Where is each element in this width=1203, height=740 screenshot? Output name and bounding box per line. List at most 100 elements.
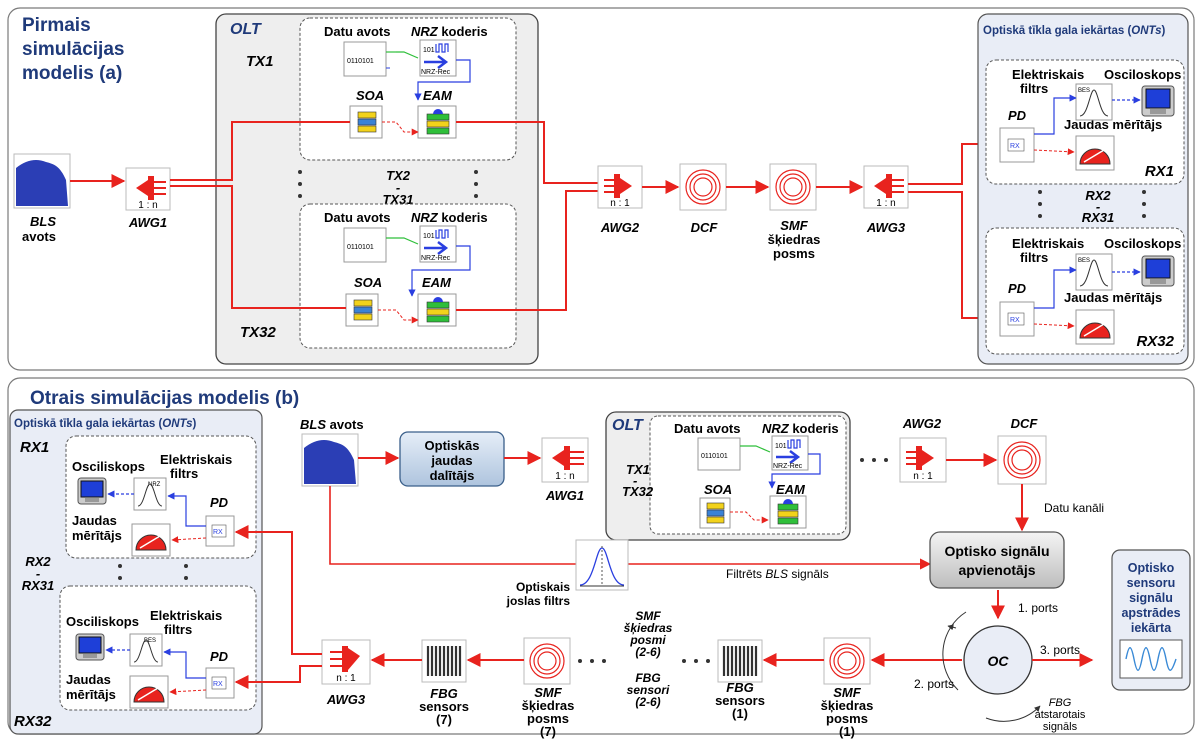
svg-text:101: 101 [423,47,435,54]
top-dcf [679,163,727,211]
bottom-rx32-osciliskops: Osciliskops [66,614,139,629]
bottom-tx-1: TX1 [626,462,650,477]
top-avots-label: avots [22,229,56,244]
svg-text:NRZ-Rec: NRZ-Rec [773,463,803,470]
top-rx1-jaudas: Jaudas mērītājs [1064,117,1162,132]
bottom-awg1-label: AWG1 [545,488,584,503]
link-awg1-soa32 [170,185,346,309]
bottom-rx1-elektriskais: Elektriskais [160,452,232,467]
tx32-coder-to-eam [408,245,471,297]
optical-band-filter [575,539,629,591]
bottom-rx32-pd-filter [163,648,206,679]
top-rx1-oscilloscope-icon [1141,85,1175,117]
svg-text:RX: RX [1010,317,1020,324]
bottom-awg3: n : 1 [321,639,371,685]
reflect-2: atstarotais [1035,709,1086,721]
smf1-4: (1) [839,724,855,739]
top-rx-mid-2: - [1096,199,1100,214]
top-rx1-pd-meter [1033,148,1075,156]
filtrets-label: Filtrēts BLS signāls [726,567,829,581]
top-ont-title: Optiskā tīkla gala iekārtas (ONTs) [983,25,1166,37]
top-awg1-label: AWG1 [128,215,167,230]
tx1-soa-label: SOA [356,88,384,103]
top-bls-label: BLS [30,214,56,229]
tx32-data-link [386,237,419,245]
bottom-data-link [740,445,771,453]
bottom-tx-3: TX32 [622,484,654,499]
bottom-rx1-oscilloscope-icon [77,477,107,505]
top-rx32-oscilloscope-icon [1141,255,1175,287]
port2-label: 2. ports [914,677,954,691]
svg-text:RX: RX [1010,143,1020,150]
bottom-bls-source [301,433,359,487]
fbg7-3: (7) [436,712,452,727]
rx-dots-top [1038,190,1146,218]
combiner-2: apvienotājs [958,562,1035,578]
tx-mid-2: - [396,180,400,195]
fbg-range-1: FBG [635,671,660,685]
top-smf [769,163,817,211]
fbg1-1: FBG [726,680,753,695]
bottom-rx32-elektriskais: Elektriskais [150,608,222,623]
svg-text:RX: RX [213,529,223,536]
circ-arrow-head [947,624,957,631]
svg-text:n : 1: n : 1 [610,198,630,209]
top-rx32-filtrs: filtrs [1020,250,1048,265]
bottom-rx32-filter: BES [129,633,163,667]
dots-fbg1 [682,659,710,663]
bottom-bls-label: BLS avots [300,417,364,432]
top-rx-mid-3: RX31 [1082,210,1115,225]
smf1-3: posms [826,711,868,726]
top-rx32-elektriskais: Elektriskais [1012,236,1084,251]
bottom-dcf-label: DCF [1011,416,1039,431]
tx1-data-link [396,51,419,59]
bottom-rx32-pd-meter [169,688,207,696]
tx32-eam-label: EAM [422,275,452,290]
top-rx1-filtrs: filtrs [1020,81,1048,96]
bottom-rx1-osciliskops: Osciliskops [72,459,145,474]
top-smf-skiedras: šķiedras [768,232,821,247]
tx1-eam-label: EAM [423,88,453,103]
smf-range-3: posmi [629,633,666,647]
top-rx32-pd: PD [1008,281,1027,296]
bottom-soa [699,497,731,529]
bottom-rx1-filtrs: filtrs [170,466,198,481]
smf-posms-7 [523,637,571,685]
splitter-1: Optiskās [425,438,480,453]
top-dcf-label: DCF [691,220,719,235]
top-rx32-label: RX32 [1136,333,1174,350]
bottom-rx32-jaudas: Jaudas [66,672,111,687]
bottom-rx32-meritajs: mērītājs [66,687,116,702]
svg-text:1 : n: 1 : n [138,200,157,211]
link-awg3-rx32-bottom [234,665,322,689]
svg-text:n : 1: n : 1 [913,471,933,482]
smf7-3: posms [527,711,569,726]
port3-label: 3. ports [1040,643,1080,657]
olt-label: OLT [230,21,262,38]
link-bls-combiner [329,486,932,570]
top-title-2: simulācijas [22,39,124,60]
top-rx1-pd-box: RX [999,127,1035,163]
bottom-rx1-meritajs: mērītājs [72,528,122,543]
bottom-rx1-filter: NRZ [133,477,167,511]
tx1-data-source: 0110101 [343,41,396,77]
bottom-soa-to-eam [730,511,769,524]
tx-dots [298,170,478,198]
bottom-rx1-jaudas: Jaudas [72,513,117,528]
fbg-range-3: (2-6) [635,695,660,709]
bottom-soa-label: SOA [704,482,732,497]
bottom-rx1-pd: PD [210,495,229,510]
bottom-rx32-label: RX32 [14,713,52,730]
bottom-rx1-pd-meter [171,536,207,544]
proc-1: Optisko [1128,561,1175,575]
smf7-1: SMF [534,685,563,700]
smf-posms-1 [823,637,871,685]
tx-mid-1: TX2 [386,168,411,183]
tx32-label: TX32 [240,324,277,341]
link-awg3-rx1-bottom [234,525,322,655]
bottom-rx32-oscilloscope-icon [75,633,105,661]
tx32-nrz-coder: 101 NRZ-Rec [419,225,457,263]
bottom-tx-2: - [633,473,637,488]
top-smf-posms: posms [773,246,815,261]
